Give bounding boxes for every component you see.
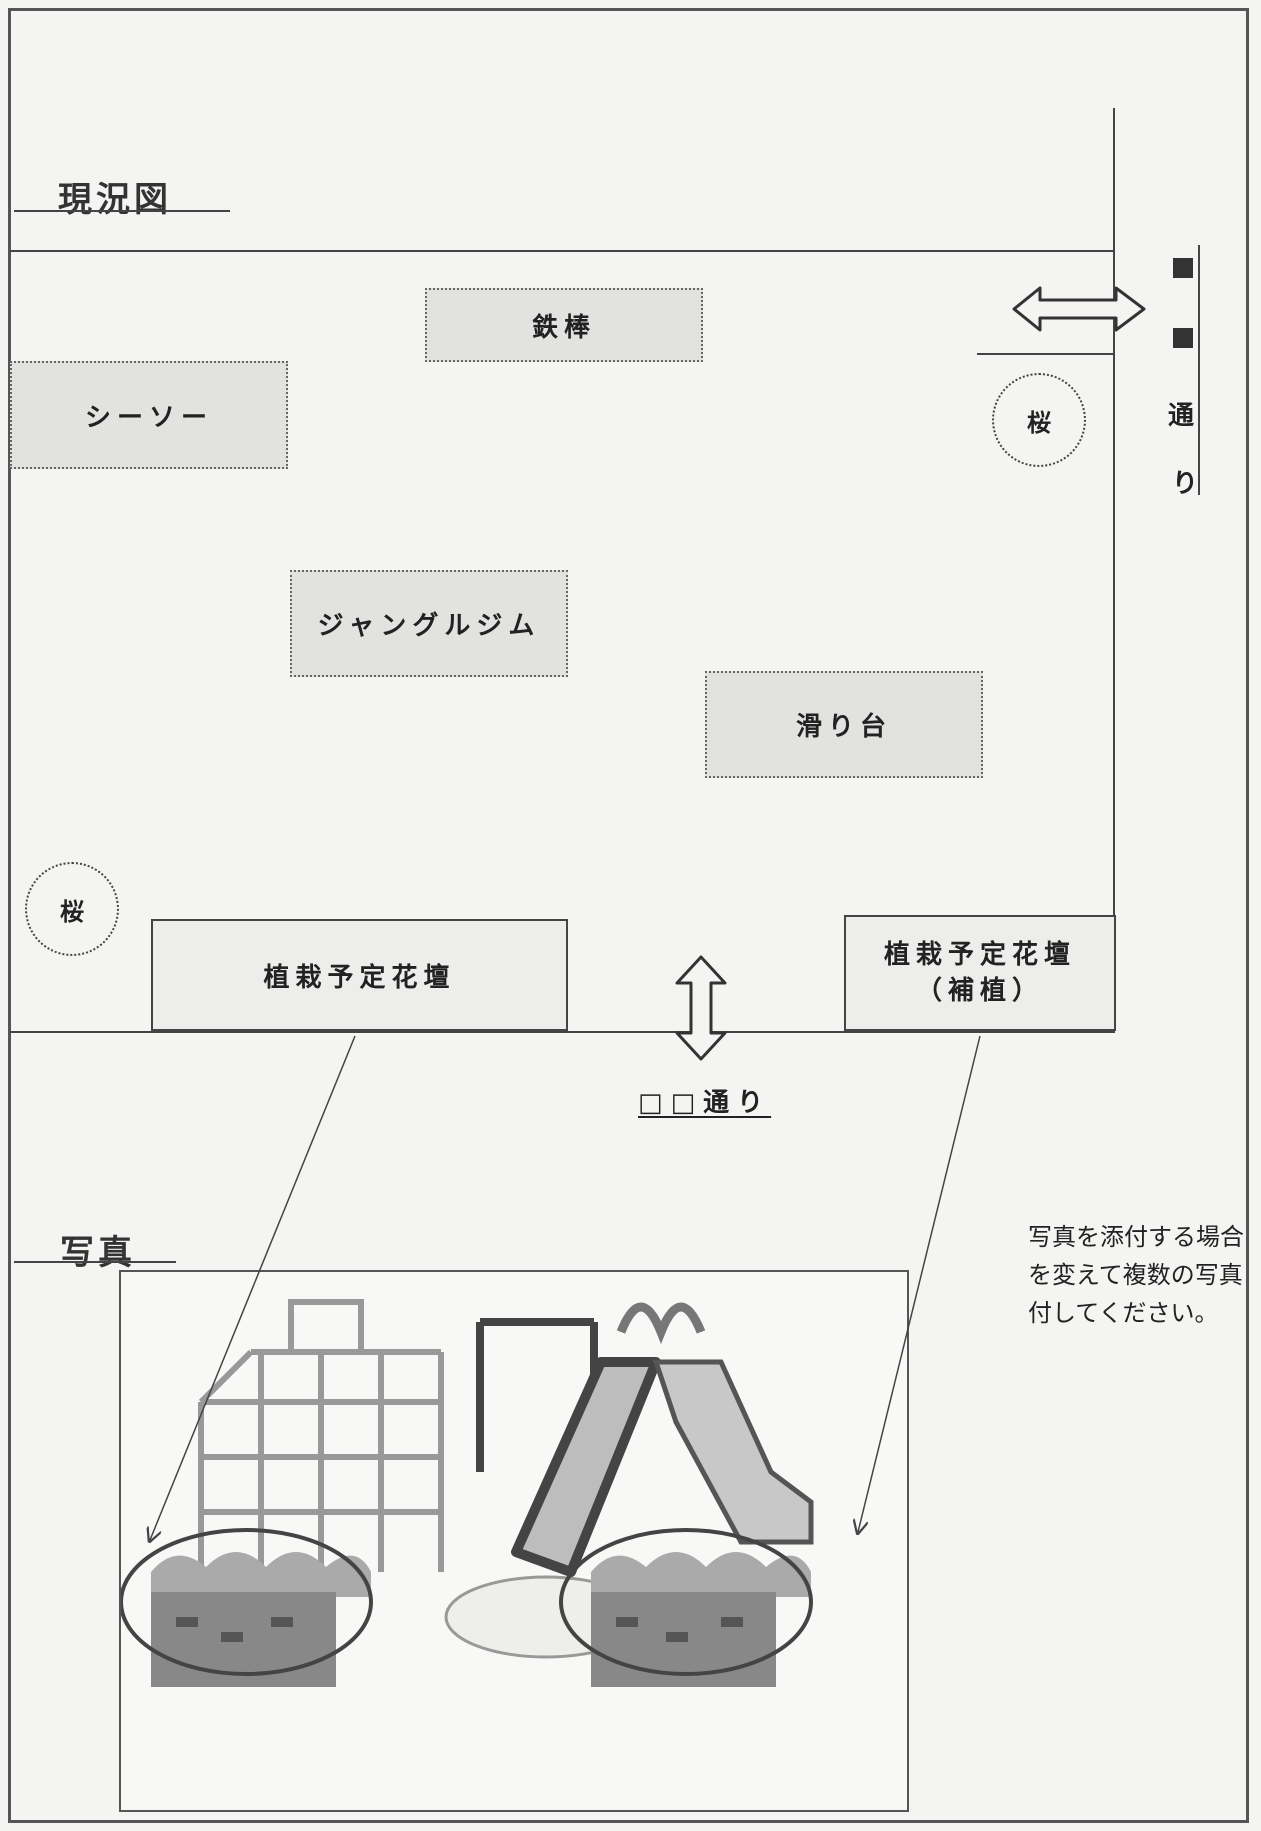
flowerbed-left: 植栽予定花壇 (151, 919, 568, 1031)
street-name-char-2: り (1172, 469, 1199, 499)
map-heading-underline (14, 210, 230, 212)
entrance-line (977, 353, 1115, 355)
street-edge-line (1198, 245, 1200, 495)
slide: 滑り台 (705, 671, 983, 778)
jungle-gym: ジャングルジム (290, 570, 568, 677)
park-boundary-right (1113, 250, 1115, 1025)
flowerbed-right: 植栽予定花壇 （補植） (844, 915, 1116, 1031)
flowerbed-right-label: 植栽予定花壇 (883, 940, 1076, 970)
horizontal-double-arrow-icon (1012, 286, 1146, 332)
side-road-upper-line (1113, 108, 1115, 250)
photo-heading: 写真 (60, 1233, 136, 1273)
playground-illustration (119, 1299, 814, 1687)
bottom-street-label: □□通り (638, 1088, 772, 1118)
map-heading: 現況図 (58, 180, 172, 220)
street-name-marker-1 (1173, 258, 1193, 278)
photo-note: 写真を添付する場合 を変えて複数の写真 付してください。 (1028, 1223, 1244, 1327)
photo-heading-underline (14, 1261, 176, 1263)
park-boundary-bottom (10, 1031, 1115, 1033)
street-name-char-1: 通 (1168, 401, 1195, 431)
seesaw: シーソー (10, 361, 288, 469)
sakura-tree-right: 桜 (992, 373, 1086, 467)
playground-photo (119, 1270, 909, 1812)
vertical-double-arrow-icon (675, 955, 727, 1061)
sakura-tree-left: 桜 (25, 862, 119, 956)
iron-bar: 鉄棒 (425, 288, 703, 362)
street-name-marker-2 (1173, 328, 1193, 348)
flowerbed-right-sublabel: （補植） (915, 976, 1044, 1006)
page-frame (8, 8, 1249, 1823)
park-boundary-top (10, 250, 1115, 252)
